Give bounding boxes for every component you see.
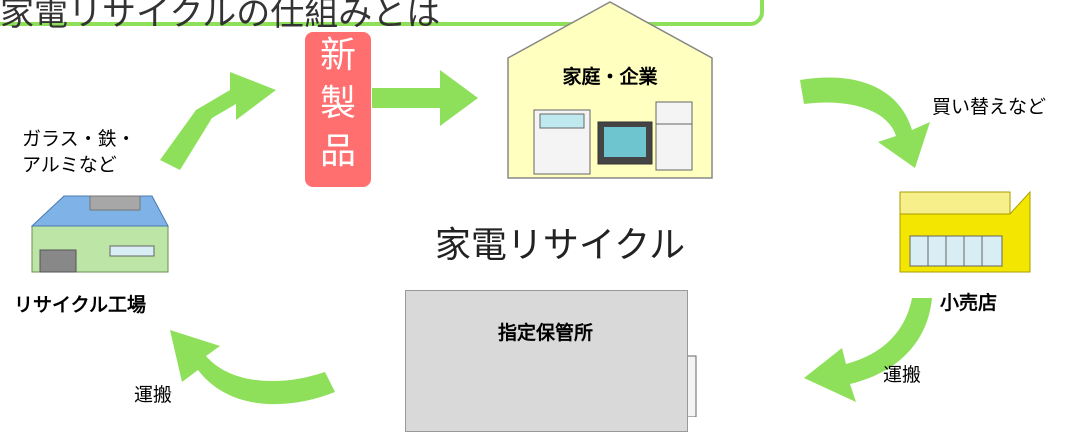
- arrow-to-store: [800, 77, 930, 168]
- store-label: 小売店: [940, 292, 998, 314]
- new-product-char: 品: [319, 131, 356, 172]
- fridge-icon: [655, 101, 693, 171]
- new-product-tag: 新 製 品: [305, 32, 371, 187]
- materials-label-line1: ガラス・鉄・: [22, 128, 136, 150]
- arrow-to-new-product: [160, 72, 276, 170]
- factory-label: リサイクル工場: [14, 294, 147, 316]
- materials-label-line2: アルミなど: [22, 154, 117, 176]
- tv-icon: [597, 121, 653, 165]
- new-product-char: 新: [319, 35, 356, 76]
- house-label: 家庭・企業: [562, 66, 658, 88]
- depot-box: [405, 290, 688, 432]
- new-product-char: 製: [319, 83, 356, 124]
- arrow-to-depot: [804, 298, 932, 402]
- transport-right-label: 運搬: [883, 364, 922, 386]
- center-title: 家電リサイクル: [434, 225, 686, 266]
- depot-label: 指定保管所: [497, 322, 593, 344]
- page-title: 家電リサイクルの仕組みとは: [0, 0, 441, 34]
- transport-left-label: 運搬: [134, 384, 173, 406]
- replace-label: 買い替えなど: [932, 96, 1047, 118]
- arrow-to-house: [372, 70, 478, 126]
- store-icon: [899, 190, 1031, 273]
- title-frame: [0, 0, 764, 26]
- arrow-to-factory: [170, 330, 335, 405]
- factory-icon: [30, 195, 169, 273]
- washer-icon: [533, 109, 591, 175]
